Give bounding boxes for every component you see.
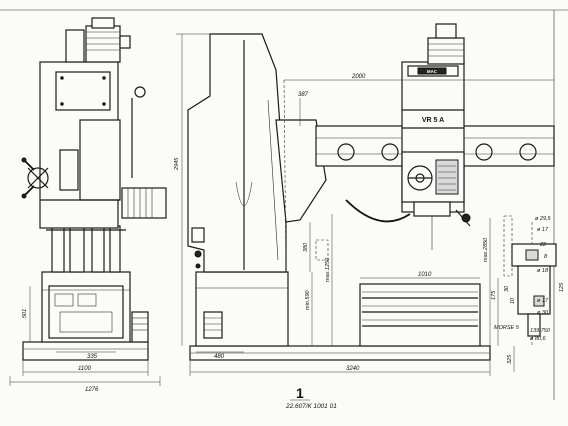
dim-d80-6: ø 80,6	[530, 336, 547, 342]
front-base-plate	[22, 341, 149, 361]
dim-22: 22	[539, 242, 546, 248]
dim-d17-top: ø 17	[537, 227, 549, 233]
dim-125: 125	[559, 282, 565, 292]
front-base-column	[41, 271, 131, 343]
dim-2000: 2000	[351, 74, 366, 80]
front-view: 501 335 1100 1276	[9, 17, 167, 393]
nameplate-model: VR 5 A	[422, 117, 444, 124]
dim-480: 480	[214, 354, 225, 360]
dim-d30: ø 30	[537, 310, 549, 316]
dim-139-750: 139,750	[530, 328, 551, 334]
coolant-pump	[131, 311, 149, 343]
dim-1100: 1100	[78, 366, 92, 372]
figure-number: 1	[296, 385, 304, 401]
hydraulic-hose	[345, 199, 411, 223]
dim-8: 8	[544, 254, 548, 260]
side-view: МАС VR 5 A 387 2000 2945	[174, 23, 555, 376]
dim-1276: 1276	[85, 387, 99, 393]
dim-max-2850: max.2850	[483, 237, 489, 262]
dim-max-1250: max.1250	[325, 257, 331, 282]
side-column	[187, 33, 287, 273]
head-motor	[427, 37, 465, 65]
gearbox-cover	[55, 71, 111, 111]
dim-1010: 1010	[418, 272, 432, 278]
dim-335: 335	[87, 354, 98, 360]
dim-min-590: min.590	[305, 289, 311, 310]
drawing-code: 22.607/К 1001 01	[285, 403, 337, 410]
dim-d29-5: ø 29,5	[535, 216, 552, 222]
table-detail: ø 29,5 ø 17 22 8 ø 18 30 10 125 ø 17 ø 3…	[494, 215, 565, 346]
dim-380: 380	[303, 242, 309, 252]
dim-d17-mid: ø 17	[537, 298, 549, 304]
dim-387: 387	[298, 92, 309, 98]
front-handwheel	[27, 167, 49, 189]
dim-3240: 3240	[346, 366, 360, 372]
nameplate-logo: МАС	[427, 69, 438, 74]
work-table	[359, 283, 481, 347]
dim-325: 325	[507, 354, 513, 364]
dim-10: 10	[510, 297, 516, 304]
dim-175: 175	[491, 290, 497, 300]
dim-2945: 2945	[174, 157, 180, 171]
dim-d18: ø 18	[537, 268, 549, 274]
dim-30: 30	[504, 285, 510, 292]
dim-501: 501	[22, 309, 28, 318]
label-morse-5: MORSE 5	[494, 325, 520, 331]
side-motor-front	[121, 187, 167, 219]
